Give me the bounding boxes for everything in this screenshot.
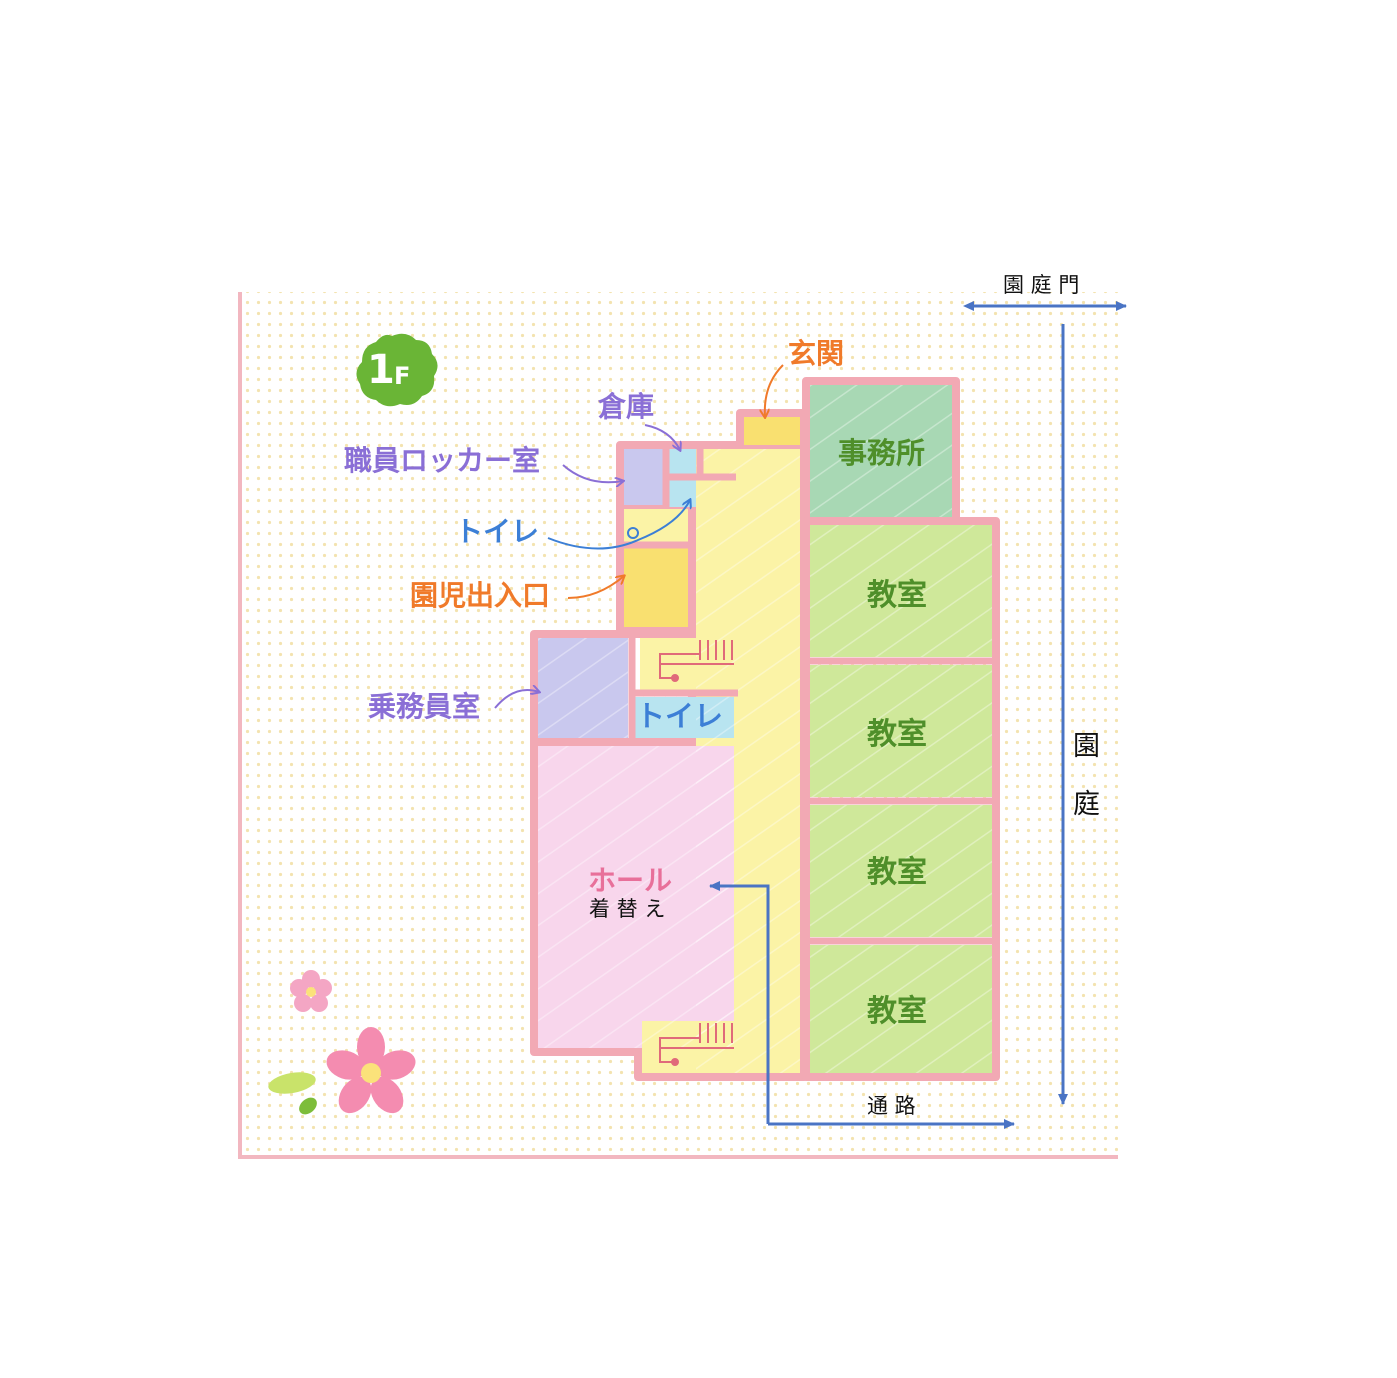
callout-arrows: [494, 364, 784, 709]
driver-room-arrow: [494, 690, 539, 709]
label-driver-room: 乗務員室: [368, 690, 481, 723]
child-entrance-arrow: [567, 576, 624, 599]
stairs-upper-icon: [659, 640, 734, 682]
flower-large-icon: [326, 1027, 416, 1114]
toilet-arrow-loop: [627, 527, 639, 539]
flower-small-icon: [290, 970, 332, 1012]
label-classroom-3: 教室: [867, 855, 927, 890]
label-child-entrance: 園児出入口: [410, 579, 551, 612]
label-storage: 倉庫: [598, 390, 655, 423]
passage-arrow: [709, 881, 1015, 1129]
storage-arrow: [644, 424, 680, 450]
inner-walls: [620, 445, 996, 945]
locker-arrow: [562, 464, 623, 482]
label-hall: ホール: [588, 864, 673, 897]
storage-room: [668, 449, 696, 475]
label-staff-locker: 職員ロッカー室: [344, 444, 541, 477]
entrance-arrow: [765, 364, 784, 417]
label-classroom-4: 教室: [867, 994, 927, 1029]
floor-badge-letter: F: [394, 362, 411, 390]
label-garden-gate: 園 庭 門: [1003, 273, 1080, 297]
label-changing: 着 替 え: [589, 897, 666, 921]
label-garden-char-1: 園: [1073, 731, 1100, 762]
label-passage: 通 路: [867, 1094, 916, 1118]
child-entrance: [624, 545, 688, 627]
floor-badge-icon: [356, 333, 438, 407]
toilet-arrow: [547, 500, 690, 550]
label-entrance: 玄関: [788, 337, 845, 370]
staff-locker-room: [624, 449, 664, 505]
label-classroom-2: 教室: [867, 717, 927, 752]
stairs-lower-icon: [659, 1023, 734, 1066]
label-office: 事務所: [838, 436, 926, 470]
floor-badge-number: 1: [367, 347, 395, 393]
label-classroom-1: 教室: [867, 578, 927, 613]
label-garden-char-2: 庭: [1073, 789, 1100, 820]
entrance-hall: [744, 417, 800, 445]
label-toilet-lower: トイレ: [636, 699, 724, 733]
leaf-icon: [268, 1072, 317, 1115]
label-toilet-upper: トイレ: [455, 515, 540, 548]
corridor-connector: [624, 509, 688, 545]
